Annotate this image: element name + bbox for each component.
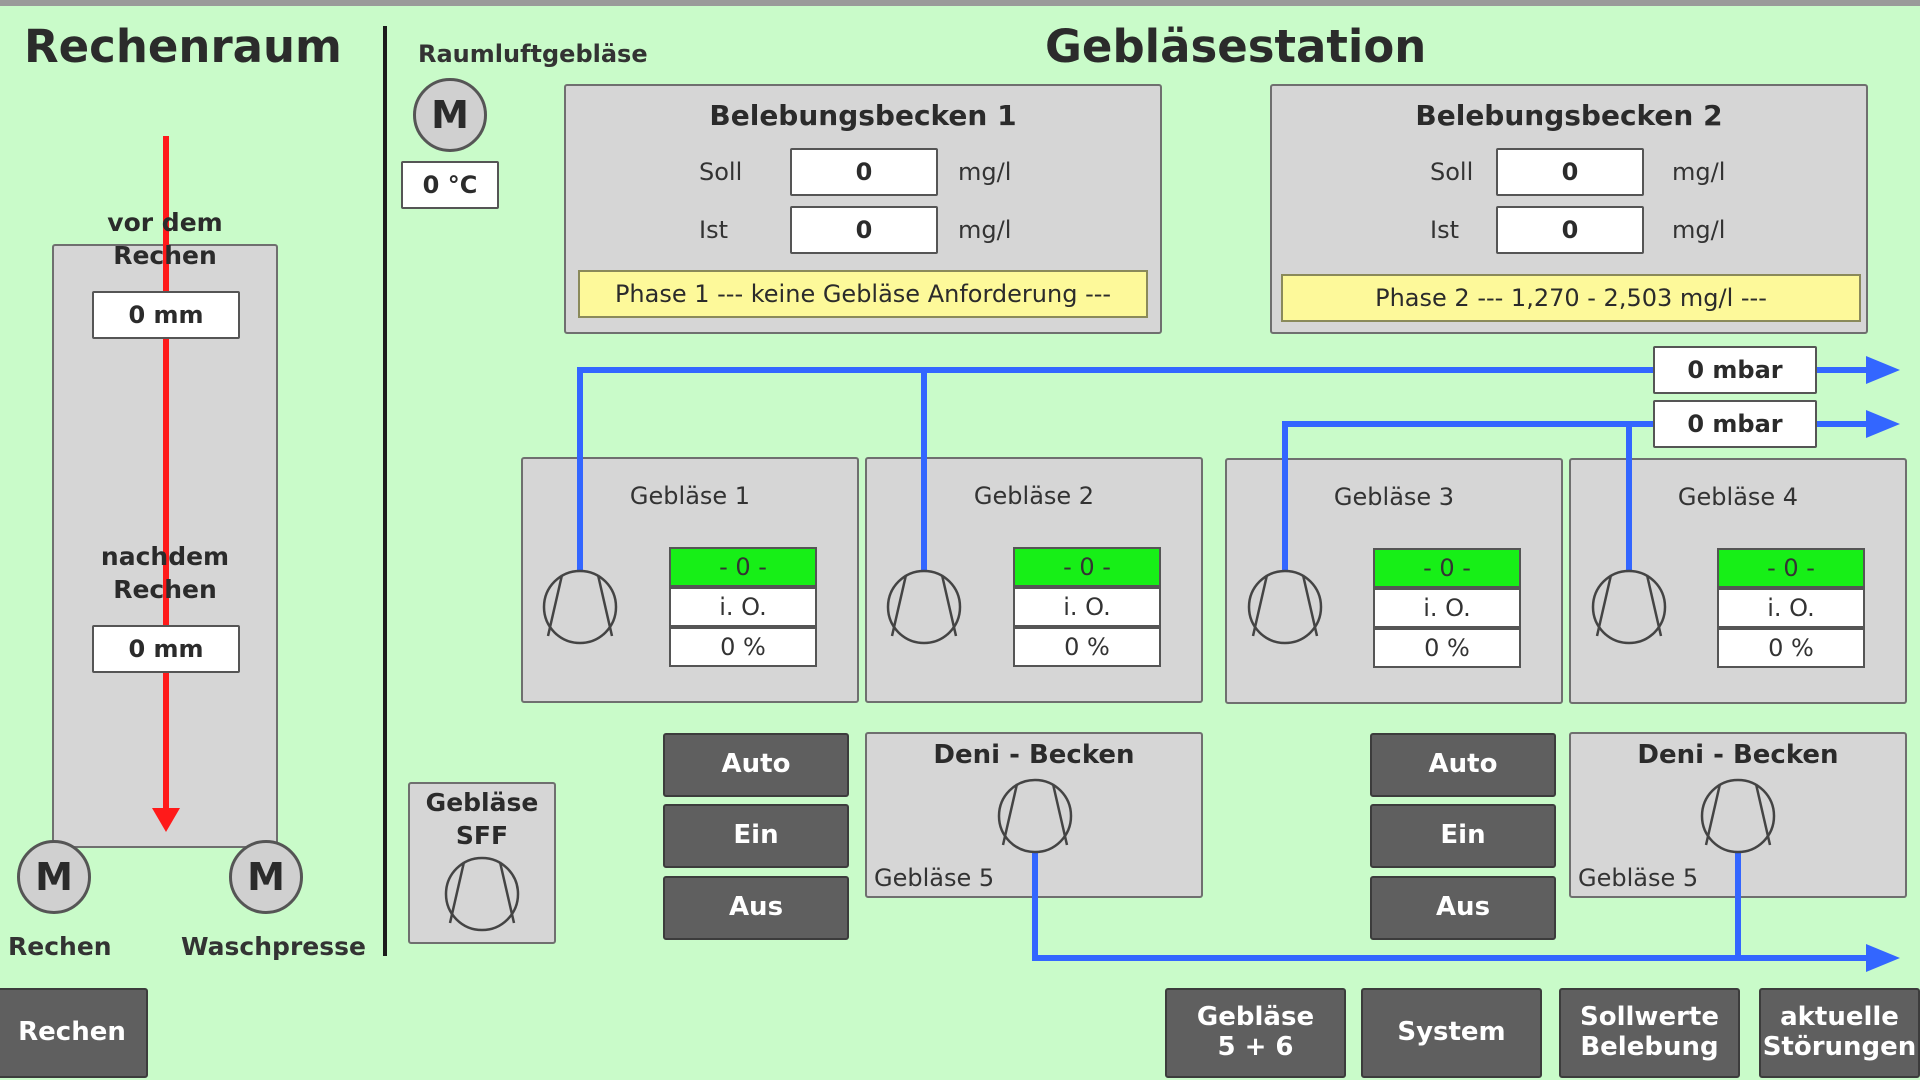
blower-4-title: Gebläse 4 bbox=[1677, 483, 1799, 511]
room-fan-motor[interactable]: M bbox=[413, 78, 487, 152]
section-divider bbox=[383, 26, 387, 956]
rechen-motor-label: Rechen bbox=[8, 932, 112, 961]
basin-1-title: Belebungsbecken 1 bbox=[709, 99, 1017, 132]
before-screen-level: 0 mm bbox=[92, 291, 240, 339]
blower-2-percent: 0 % bbox=[1013, 627, 1161, 667]
blower-1-percent: 0 % bbox=[669, 627, 817, 667]
mode-1-ein-button[interactable]: Ein bbox=[663, 804, 849, 868]
basin-1-phase: Phase 1 --- keine Gebläse Anforderung --… bbox=[578, 270, 1148, 318]
pipe-arrow-2 bbox=[1866, 410, 1900, 438]
deni-1-subtitle: Gebläse 5 bbox=[874, 864, 995, 892]
rechenraum-title: Rechenraum bbox=[24, 20, 342, 73]
basin-2-ist-unit: mg/l bbox=[1672, 216, 1726, 244]
blower-3-percent: 0 % bbox=[1373, 628, 1521, 668]
blower-4-percent: 0 % bbox=[1717, 628, 1865, 668]
basin-1-ist-value: 0 bbox=[790, 206, 938, 254]
sff-title: Gebläse SFF bbox=[425, 788, 539, 850]
rechen-motor[interactable]: M bbox=[17, 840, 91, 914]
top-bar bbox=[0, 0, 1920, 6]
deni-2-subtitle: Gebläse 5 bbox=[1578, 864, 1699, 892]
pressure-line-2: 0 mbar bbox=[1653, 400, 1817, 448]
room-temperature: 0 °C bbox=[401, 161, 499, 209]
basin-1-soll-label: Soll bbox=[699, 158, 743, 186]
mode-2-auto-button[interactable]: Auto bbox=[1370, 733, 1556, 797]
basin-1-ist-unit: mg/l bbox=[958, 216, 1012, 244]
before-screen-label: vor dem Rechen bbox=[107, 208, 223, 270]
deni-1-title: Deni - Becken bbox=[933, 740, 1135, 770]
deni-2-title: Deni - Becken bbox=[1637, 740, 1839, 770]
mode-1-aus-button[interactable]: Aus bbox=[663, 876, 849, 940]
flow-arrow-head bbox=[152, 808, 180, 832]
mode-2-ein-button[interactable]: Ein bbox=[1370, 804, 1556, 868]
waschpresse-motor[interactable]: M bbox=[229, 840, 303, 914]
pipe-arrow-3 bbox=[1866, 944, 1900, 972]
nav-stoerungen-button[interactable]: aktuelle Störungen bbox=[1759, 988, 1920, 1078]
blower-1-title: Gebläse 1 bbox=[629, 482, 751, 510]
nav-sollwerte-button[interactable]: Sollwerte Belebung bbox=[1559, 988, 1740, 1078]
waschpresse-motor-label: Waschpresse bbox=[181, 932, 366, 961]
basin-2-soll-unit: mg/l bbox=[1672, 158, 1726, 186]
basin-2-ist-label: Ist bbox=[1430, 216, 1459, 244]
basin-1-ist-label: Ist bbox=[699, 216, 728, 244]
after-screen-level: 0 mm bbox=[92, 625, 240, 673]
after-screen-label: nachdem Rechen bbox=[100, 542, 230, 604]
geblaesestation-title: Gebläsestation bbox=[1045, 20, 1427, 73]
basin-2-soll-label: Soll bbox=[1430, 158, 1474, 186]
flow-arrow bbox=[163, 136, 169, 816]
blower-2-title: Gebläse 2 bbox=[973, 482, 1095, 510]
basin-2-ist-value: 0 bbox=[1496, 206, 1644, 254]
basin-2-soll-value[interactable]: 0 bbox=[1496, 148, 1644, 196]
pressure-line-1: 0 mbar bbox=[1653, 346, 1817, 394]
mode-2-aus-button[interactable]: Aus bbox=[1370, 876, 1556, 940]
blower-3-title: Gebläse 3 bbox=[1333, 483, 1455, 511]
nav-rechen-button[interactable]: Rechen bbox=[0, 988, 148, 1078]
nav-system-button[interactable]: System bbox=[1361, 988, 1542, 1078]
room-fan-label: Raumluftgebläse bbox=[418, 40, 648, 68]
nav-geblaese-5-6-button[interactable]: Gebläse 5 + 6 bbox=[1165, 988, 1346, 1078]
pipe-arrow-1 bbox=[1866, 356, 1900, 384]
basin-2-phase: Phase 2 --- 1,270 - 2,503 mg/l --- bbox=[1281, 274, 1861, 322]
basin-2-title: Belebungsbecken 2 bbox=[1415, 99, 1723, 132]
blower-1-status: - 0 - bbox=[669, 547, 817, 587]
blower-3-state: i. O. bbox=[1373, 588, 1521, 628]
blower-1-state: i. O. bbox=[669, 587, 817, 627]
basin-1-soll-unit: mg/l bbox=[958, 158, 1012, 186]
blower-2-state: i. O. bbox=[1013, 587, 1161, 627]
blower-4-status: - 0 - bbox=[1717, 548, 1865, 588]
mode-1-auto-button[interactable]: Auto bbox=[663, 733, 849, 797]
basin-1-soll-value[interactable]: 0 bbox=[790, 148, 938, 196]
blower-4-state: i. O. bbox=[1717, 588, 1865, 628]
blower-2-status: - 0 - bbox=[1013, 547, 1161, 587]
blower-3-status: - 0 - bbox=[1373, 548, 1521, 588]
